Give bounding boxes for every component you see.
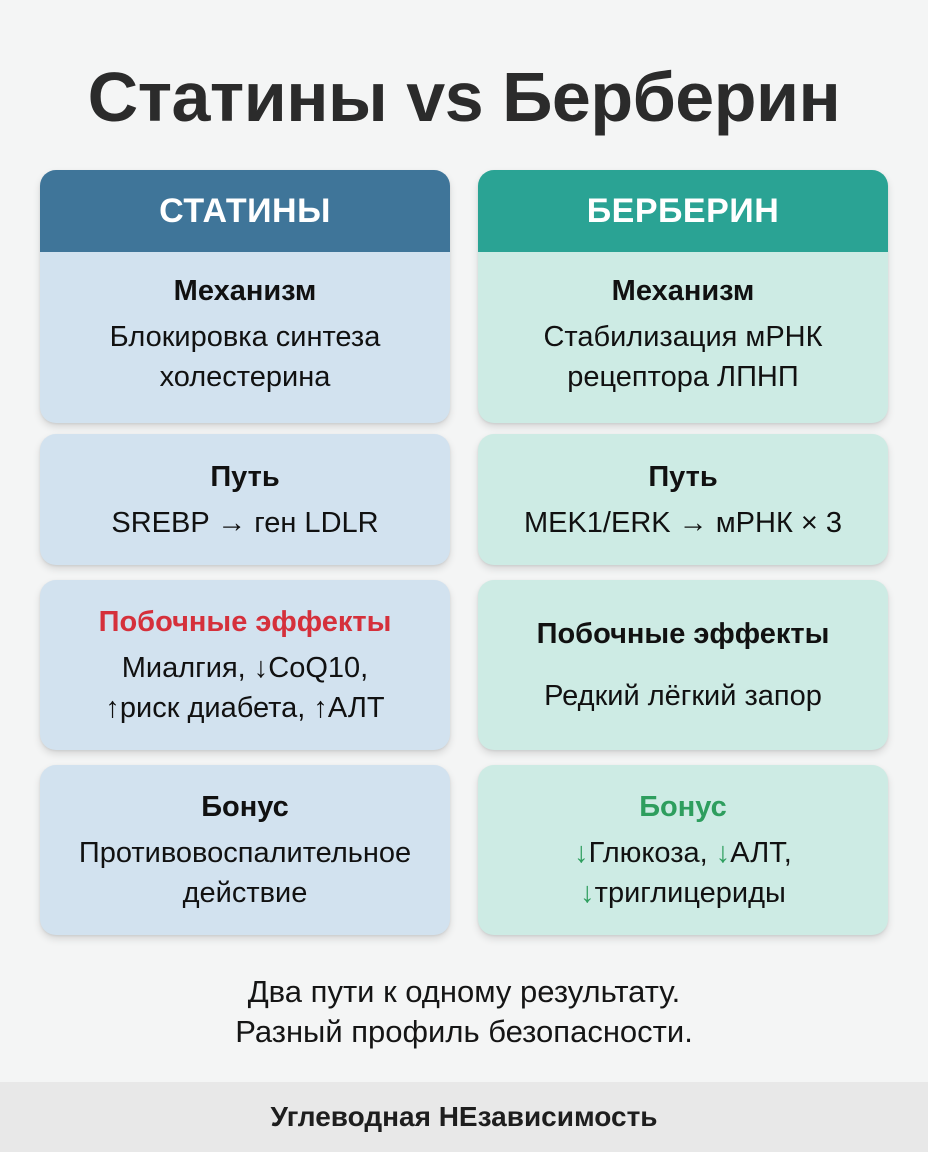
mechanism-title: Механизм bbox=[173, 274, 317, 307]
bonus-line: Противовоспалительное bbox=[78, 837, 412, 869]
bonus-item: АЛТ, bbox=[730, 837, 792, 869]
mechanism-line: холестерина bbox=[159, 360, 331, 393]
conclusion-line: Два пути к одному результату. bbox=[247, 974, 681, 1009]
side-effects-line: ↑риск диабета, ↑АЛТ bbox=[105, 692, 385, 724]
mechanism-line: Блокировка синтеза bbox=[109, 320, 381, 353]
arrow-down-icon: ↓ bbox=[580, 877, 595, 909]
arrow-down-icon: ↓ bbox=[715, 837, 731, 869]
page-title: Статины vs Берберин bbox=[87, 58, 841, 136]
side-effects-text: Миалгия, ↓CoQ10, ↑риск диабета, ↑АЛТ bbox=[105, 648, 384, 728]
berberine-side-effects-card: Побочные эффекты Редкий лёгкий запор bbox=[478, 580, 888, 750]
conclusion-text: Два пути к одному результату. Разный про… bbox=[0, 972, 928, 1052]
bonus-line: ↓триглицериды bbox=[574, 873, 792, 913]
mechanism-line: Стабилизация мРНК bbox=[543, 320, 823, 353]
statins-pathway-card: Путь SREBP → ген LDLR bbox=[40, 434, 450, 565]
side-effects-title: Побочные эффекты bbox=[98, 606, 392, 638]
arrow-down-icon: ↓ bbox=[574, 837, 589, 869]
brand-name: Углеводная НЕзависимость bbox=[270, 1101, 658, 1132]
side-effects-title: Побочные эффекты bbox=[536, 618, 830, 650]
pathway-title: Путь bbox=[648, 460, 718, 493]
bonus-line: ↓Глюкоза, ↓АЛТ, bbox=[574, 833, 792, 873]
pathway-title: Путь bbox=[210, 460, 280, 493]
side-effects-line: Миалгия, ↓CoQ10, bbox=[121, 652, 369, 684]
pathway-text: MEK1/ERK → мРНК × 3 bbox=[523, 506, 843, 539]
berberine-header: БЕРБЕРИН bbox=[478, 170, 888, 252]
mechanism-title: Механизм bbox=[611, 274, 755, 307]
bonus-text: ↓Глюкоза, ↓АЛТ, ↓триглицериды bbox=[574, 833, 792, 913]
side-effects-text: Редкий лёгкий запор bbox=[544, 680, 822, 712]
bonus-title: Бонус bbox=[639, 791, 727, 823]
berberine-pathway-card: Путь MEK1/ERK → мРНК × 3 bbox=[478, 434, 888, 565]
bonus-text: Противовоспалительное действие bbox=[79, 833, 411, 913]
pathway-text: SREBP → ген LDLR bbox=[111, 506, 379, 539]
mechanism-text: Стабилизация мРНК рецептора ЛПНП bbox=[543, 317, 822, 397]
conclusion-line: Разный профиль безопасности. bbox=[235, 1014, 693, 1049]
statins-side-effects-card: Побочные эффекты Миалгия, ↓CoQ10, ↑риск … bbox=[40, 580, 450, 750]
berberine-bonus-card: Бонус ↓Глюкоза, ↓АЛТ, ↓триглицериды bbox=[478, 765, 888, 935]
brand-footer: Углеводная НЕзависимость bbox=[0, 1082, 928, 1152]
berberine-mechanism-card: БЕРБЕРИН Механизм Стабилизация мРНК реце… bbox=[478, 170, 888, 423]
bonus-item: триглицериды bbox=[594, 877, 786, 909]
statins-mechanism-card: СТАТИНЫ Механизм Блокировка синтеза холе… bbox=[40, 170, 450, 423]
mechanism-line: рецептора ЛПНП bbox=[567, 360, 799, 393]
mechanism-text: Блокировка синтеза холестерина bbox=[110, 317, 381, 397]
bonus-line: действие bbox=[182, 877, 308, 909]
statins-bonus-card: Бонус Противовоспалительное действие bbox=[40, 765, 450, 935]
bonus-title: Бонус bbox=[201, 791, 289, 823]
bonus-item: Глюкоза, bbox=[588, 837, 716, 869]
statins-header: СТАТИНЫ bbox=[40, 170, 450, 252]
